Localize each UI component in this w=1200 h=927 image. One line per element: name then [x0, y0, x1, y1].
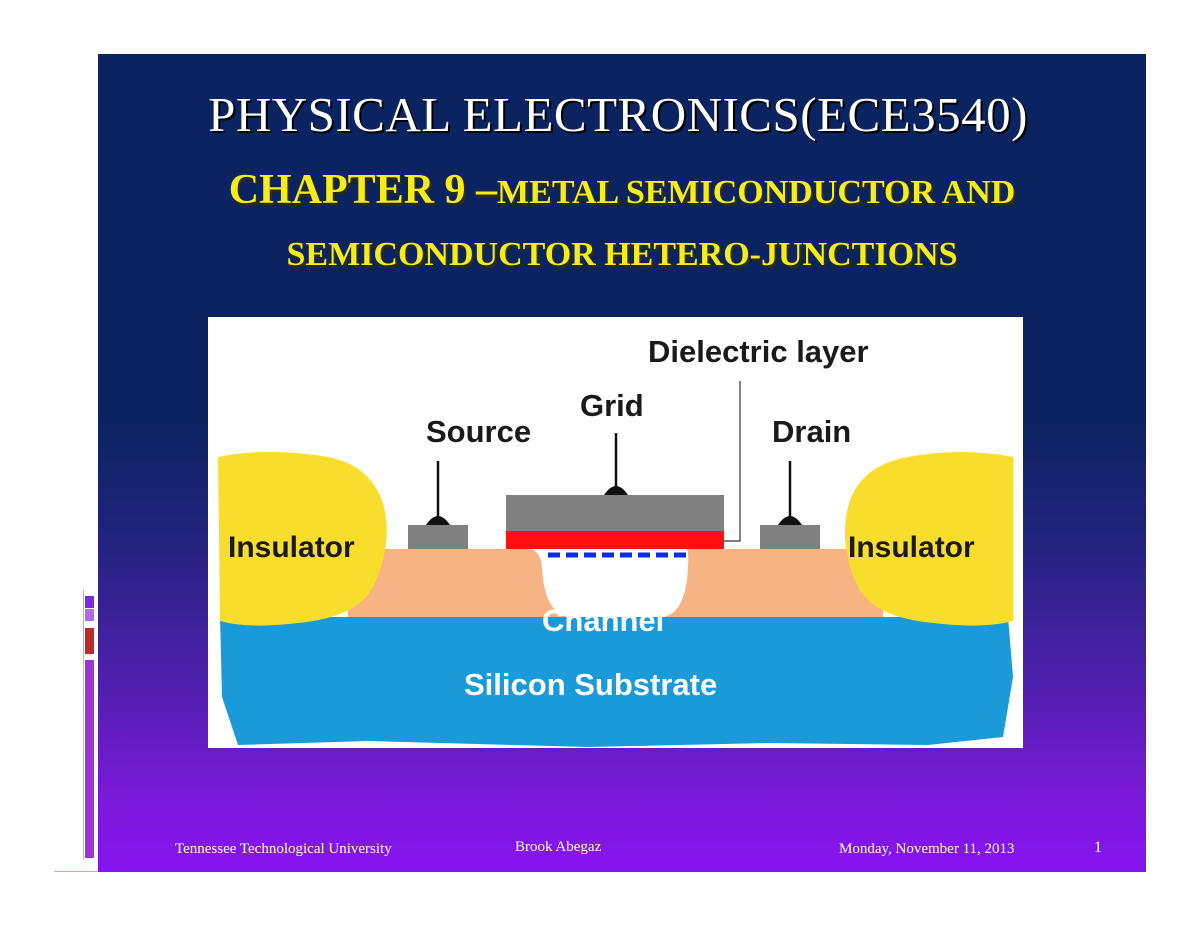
decor-line [83, 590, 84, 860]
slide-number: 1 [1094, 839, 1102, 856]
right-insulator-shape [844, 452, 1013, 626]
decor-line [54, 871, 98, 872]
source-contact [408, 525, 468, 549]
left-insulator-shape [218, 452, 387, 626]
left-insulator-label: Insulator [228, 531, 355, 564]
footer-author: Brook Abegaz [515, 839, 602, 855]
dielectric-label: Dielectric layer [648, 334, 869, 369]
grid-label: Grid [580, 388, 644, 423]
mosfet-diagram: Dielectric layer Grid Source Drain Insul… [208, 317, 1023, 748]
decor-bar [85, 660, 94, 858]
footer-date: Monday, November 11, 2013 [839, 841, 1015, 857]
slide-title: PHYSICAL ELECTRONICS(ECE3540) [208, 87, 1028, 142]
right-insulator-label: Insulator [848, 531, 975, 564]
drain-terminal [778, 516, 802, 525]
footer-institution: Tennessee Technological University [175, 841, 392, 857]
dielectric-pointer [724, 381, 741, 542]
source-doped-region [348, 549, 568, 617]
decor-bar [85, 609, 94, 621]
subtitle-topic-part2: SEMICONDUCTOR HETERO-JUNCTIONS [286, 236, 958, 273]
source-terminal [426, 516, 450, 525]
decor-stripe [92, 130, 97, 182]
substrate-label: Silicon Substrate [464, 667, 717, 702]
drain-contact [760, 525, 820, 549]
decor-stripe [81, 130, 84, 182]
silicon-substrate-shape [220, 617, 1013, 747]
decor-bar [85, 596, 94, 608]
channel-arrow-head [589, 559, 603, 570]
decor-stripe [87, 130, 91, 182]
decor-bar [85, 628, 94, 654]
subtitle-chapter: CHAPTER 9 – [228, 167, 498, 213]
slide-subtitle: CHAPTER 9 –METAL SEMICONDUCTOR AND SEMIC… [98, 162, 1146, 283]
channel-label: Channel [542, 603, 664, 638]
subtitle-line-1: CHAPTER 9 –METAL SEMICONDUCTOR AND [98, 162, 1146, 227]
gate-terminal [604, 486, 628, 495]
gate-metal [506, 495, 724, 531]
subtitle-topic-part1: METAL SEMICONDUCTOR AND [497, 174, 1016, 211]
dielectric-layer [506, 531, 724, 549]
drain-doped-region [664, 549, 883, 617]
drain-label: Drain [772, 414, 851, 449]
decor-stripe [76, 130, 78, 182]
mosfet-diagram-svg: Dielectric layer Grid Source Drain Insul… [218, 334, 1013, 747]
source-label: Source [426, 414, 531, 449]
